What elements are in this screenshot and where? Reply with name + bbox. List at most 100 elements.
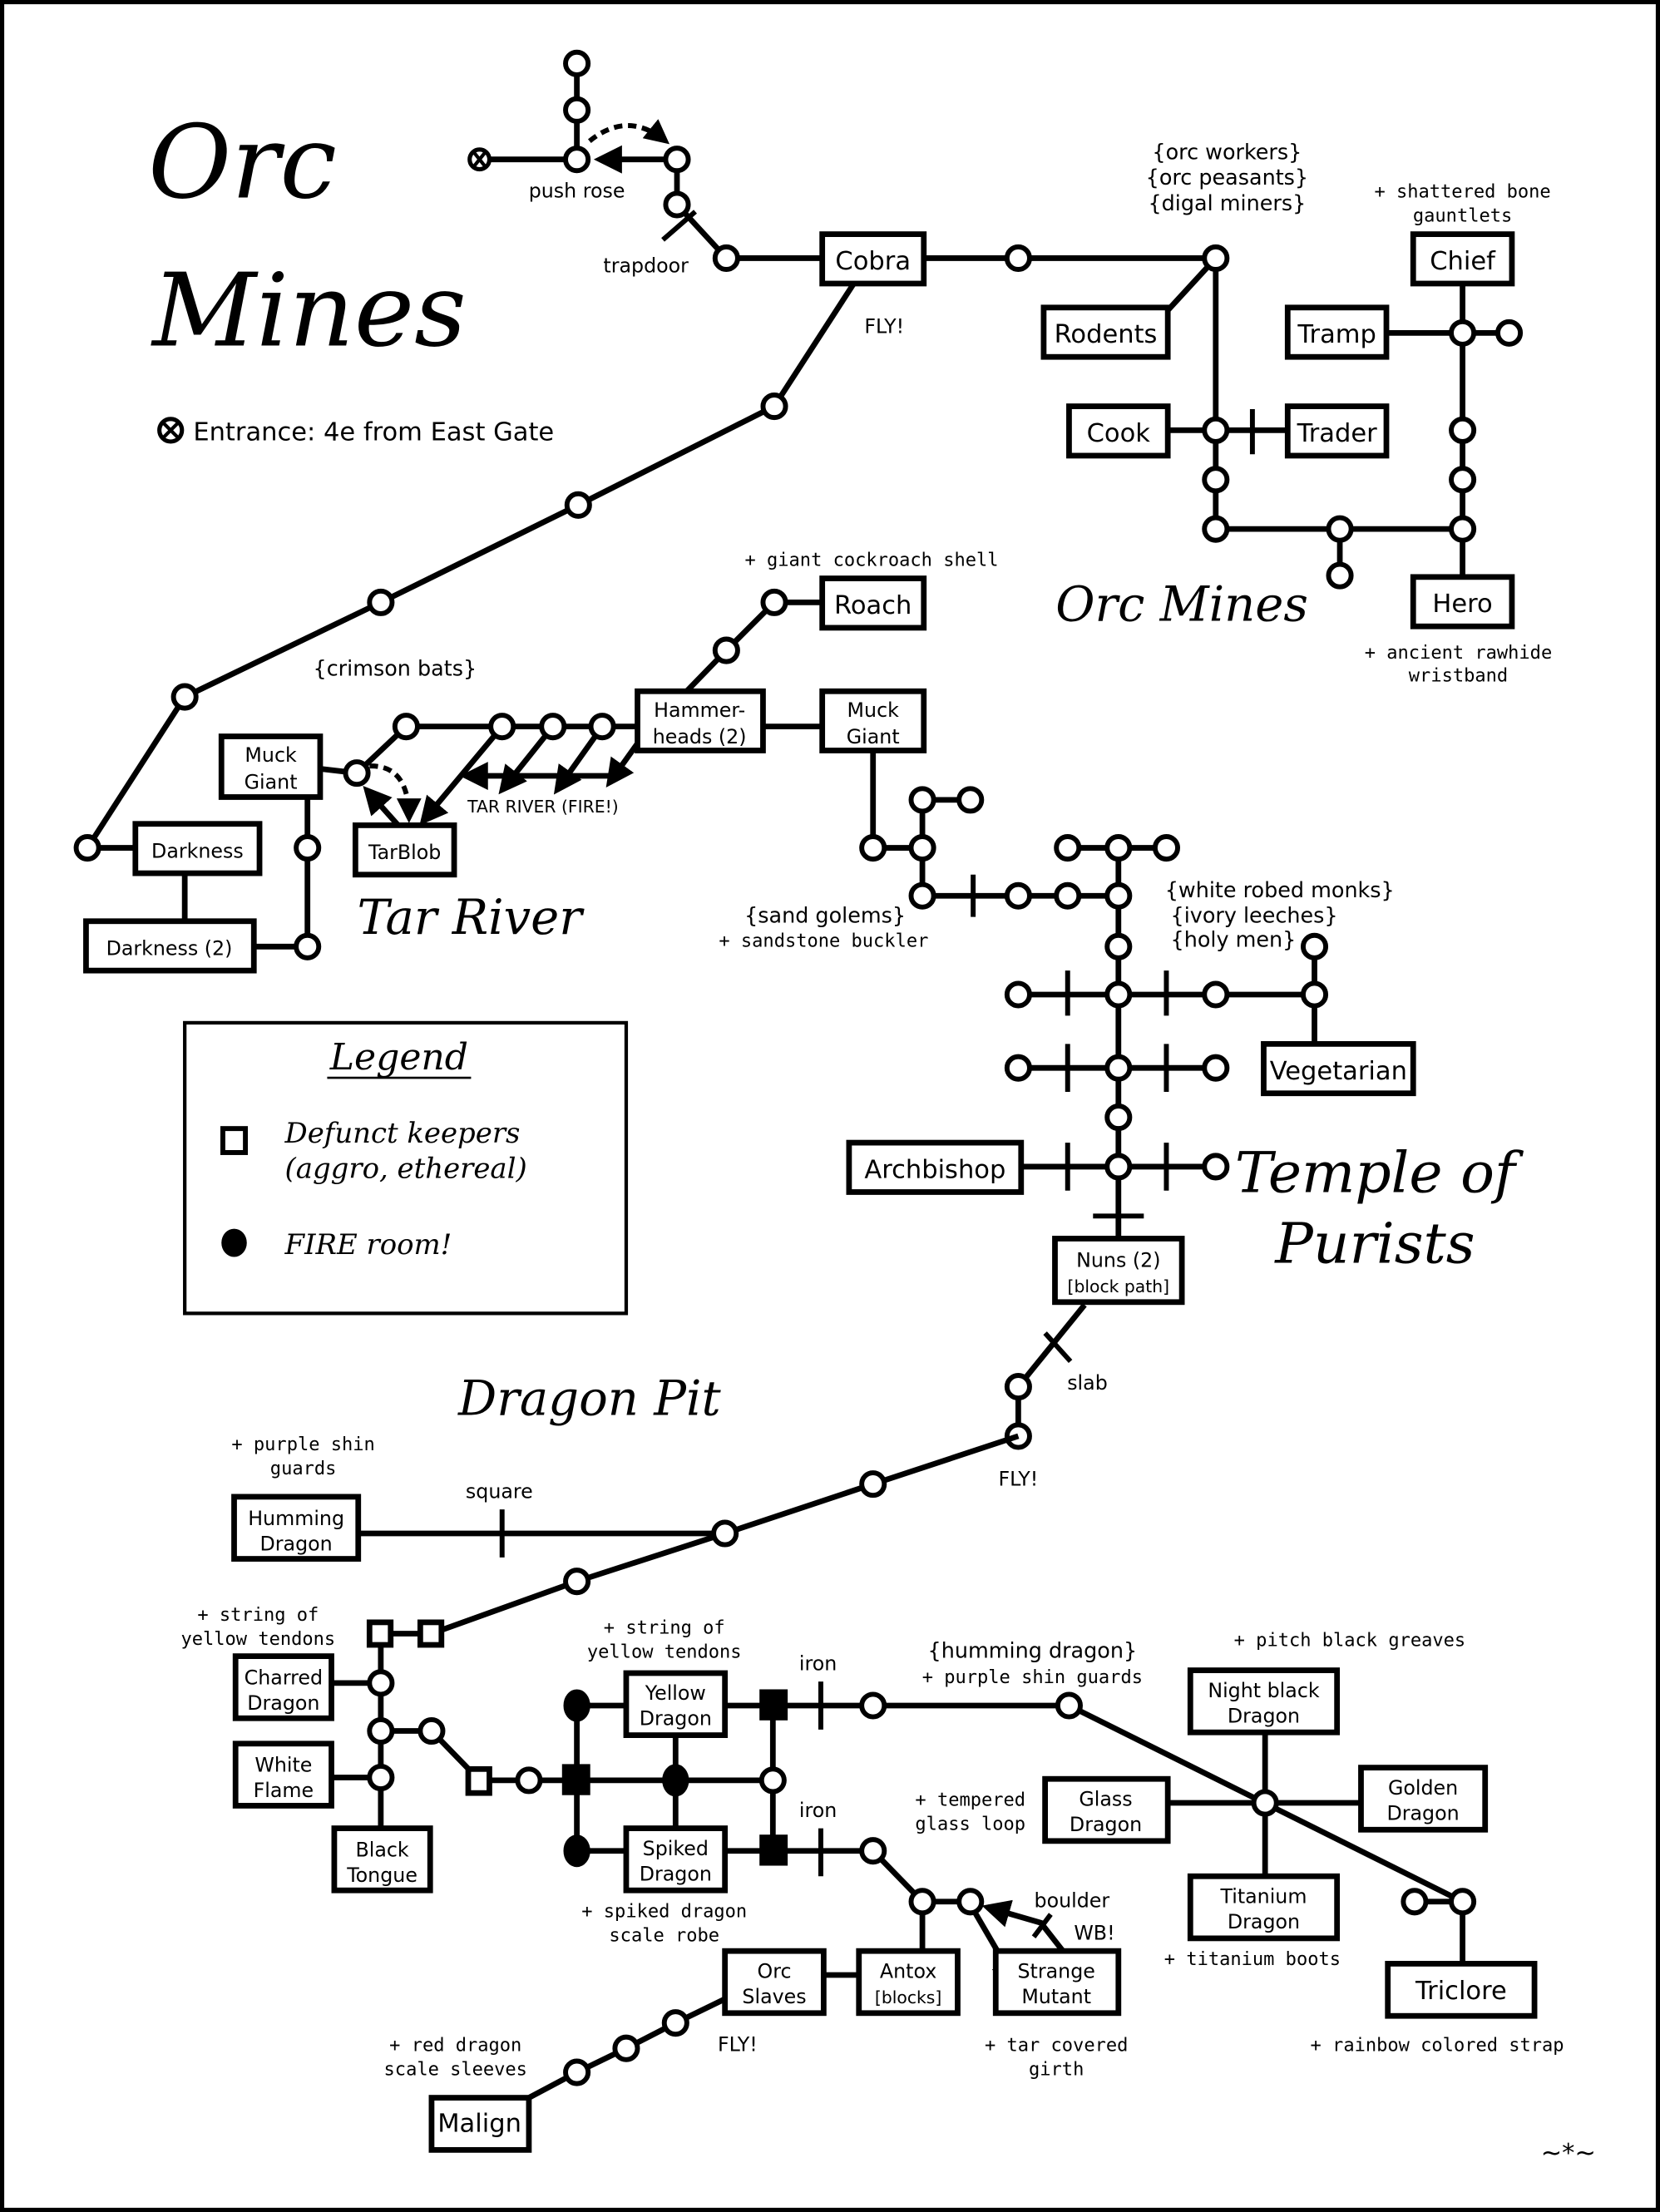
- room[interactable]: [488, 713, 516, 741]
- room[interactable]: [1104, 834, 1133, 862]
- mob-cobra[interactable]: Cobra: [819, 231, 927, 287]
- mob-glass-dragon[interactable]: Glass Dragon: [1042, 1775, 1171, 1844]
- room[interactable]: [908, 881, 936, 910]
- room[interactable]: [908, 1888, 936, 1916]
- fire-keeper-room[interactable]: [561, 1764, 590, 1795]
- room[interactable]: [1326, 561, 1354, 590]
- room[interactable]: [1004, 1373, 1032, 1401]
- mob-yellow-dragon[interactable]: Yellow Dragon: [623, 1670, 729, 1738]
- room[interactable]: [711, 1519, 739, 1548]
- mob-darkness[interactable]: Darkness: [132, 821, 263, 876]
- room[interactable]: [1055, 1691, 1083, 1720]
- mob-vegetarian[interactable]: Vegetarian: [1261, 1040, 1416, 1097]
- room[interactable]: [956, 1888, 985, 1916]
- room[interactable]: [1004, 1054, 1032, 1082]
- room[interactable]: [1202, 1054, 1230, 1082]
- room[interactable]: [859, 1837, 887, 1865]
- room[interactable]: [1449, 466, 1477, 494]
- room[interactable]: [73, 834, 101, 862]
- room[interactable]: [1202, 980, 1230, 1009]
- room[interactable]: [908, 786, 936, 814]
- mob-charred-dragon[interactable]: Charred Dragon: [232, 1653, 334, 1721]
- mob-darkness-2[interactable]: Darkness (2): [83, 918, 257, 974]
- room[interactable]: [1054, 834, 1082, 862]
- room[interactable]: [908, 834, 936, 862]
- mob-golden-dragon[interactable]: Golden Dragon: [1358, 1765, 1489, 1833]
- room[interactable]: [1300, 980, 1329, 1009]
- room[interactable]: [392, 713, 420, 741]
- mob-antox[interactable]: Antox [blocks]: [856, 1948, 961, 2017]
- mob-orc-slaves[interactable]: Orc Slaves: [722, 1948, 827, 2017]
- room[interactable]: [563, 2058, 591, 2086]
- room[interactable]: [859, 1691, 887, 1720]
- room[interactable]: [564, 491, 592, 519]
- room[interactable]: [1152, 834, 1180, 862]
- mob-nuns[interactable]: Nuns (2) [block path]: [1052, 1236, 1185, 1306]
- room[interactable]: [760, 393, 788, 421]
- room[interactable]: [1202, 515, 1230, 543]
- mob-chief[interactable]: Chief: [1410, 231, 1515, 287]
- mob-triclore[interactable]: Triclore: [1385, 1961, 1538, 2019]
- mob-cook[interactable]: Cook: [1066, 403, 1171, 459]
- room[interactable]: [515, 1766, 543, 1795]
- room[interactable]: [1449, 416, 1477, 444]
- room[interactable]: [1104, 932, 1133, 960]
- mob-muck-giant-east[interactable]: Muck Giant: [819, 688, 927, 753]
- mob-white-flame[interactable]: White Flame: [232, 1740, 334, 1809]
- fire-room[interactable]: [563, 1834, 590, 1868]
- mob-humming-dragon[interactable]: Humming Dragon: [231, 1494, 362, 1562]
- room[interactable]: [1004, 244, 1032, 272]
- room[interactable]: [612, 2034, 640, 2062]
- mob-muck-giant-west[interactable]: Muck Giant: [218, 733, 324, 800]
- room[interactable]: [563, 49, 591, 77]
- mob-strange-mutant[interactable]: Strange Mutant: [992, 1948, 1122, 2017]
- room[interactable]: [1202, 466, 1230, 494]
- room[interactable]: [1251, 1789, 1279, 1817]
- mob-rodents[interactable]: Rodents: [1040, 304, 1171, 360]
- room[interactable]: [367, 1763, 395, 1792]
- room[interactable]: [539, 713, 567, 741]
- room[interactable]: [859, 834, 887, 862]
- room[interactable]: [1104, 1104, 1133, 1132]
- room[interactable]: [1202, 416, 1230, 444]
- room[interactable]: [1104, 881, 1133, 910]
- mob-titanium-dragon[interactable]: Titanium Dragon: [1187, 1873, 1341, 1942]
- room[interactable]: [760, 588, 788, 616]
- mob-hammerheads[interactable]: Hammer- heads (2): [635, 688, 766, 753]
- room[interactable]: [1104, 1054, 1133, 1082]
- room[interactable]: [1202, 1153, 1230, 1181]
- room[interactable]: [663, 190, 691, 219]
- room[interactable]: [1401, 1888, 1429, 1916]
- room[interactable]: [367, 1716, 395, 1745]
- room[interactable]: [1449, 318, 1477, 347]
- room[interactable]: [1004, 980, 1032, 1009]
- room[interactable]: [343, 759, 371, 788]
- room[interactable]: [367, 1669, 395, 1697]
- room[interactable]: [563, 1568, 591, 1596]
- mob-archbishop[interactable]: Archbishop: [846, 1139, 1025, 1195]
- fire-keeper-room[interactable]: [759, 1834, 788, 1866]
- room[interactable]: [294, 834, 322, 862]
- defunct-keeper-room[interactable]: [465, 1765, 492, 1796]
- room[interactable]: [1449, 1888, 1477, 1916]
- room[interactable]: [1104, 980, 1133, 1009]
- room[interactable]: [588, 713, 616, 741]
- room[interactable]: [663, 146, 691, 174]
- mob-trader[interactable]: Trader: [1284, 403, 1390, 459]
- mob-black-tongue[interactable]: Black Tongue: [331, 1825, 433, 1894]
- mob-hero[interactable]: Hero: [1410, 574, 1515, 630]
- room-trapdoor[interactable]: [712, 244, 740, 272]
- room[interactable]: [1300, 932, 1329, 960]
- room[interactable]: [1449, 515, 1477, 543]
- mob-malign[interactable]: Malign: [428, 2095, 532, 2153]
- room[interactable]: [1326, 515, 1354, 543]
- fire-room[interactable]: [563, 1689, 590, 1722]
- room[interactable]: [1495, 318, 1524, 347]
- room[interactable]: [563, 96, 591, 124]
- mob-spiked-dragon[interactable]: Spiked Dragon: [623, 1825, 729, 1894]
- room[interactable]: [1104, 1153, 1133, 1181]
- room-push-rose[interactable]: [563, 146, 591, 174]
- room[interactable]: [417, 1716, 446, 1745]
- fire-room[interactable]: [662, 1764, 689, 1797]
- room[interactable]: [712, 636, 740, 664]
